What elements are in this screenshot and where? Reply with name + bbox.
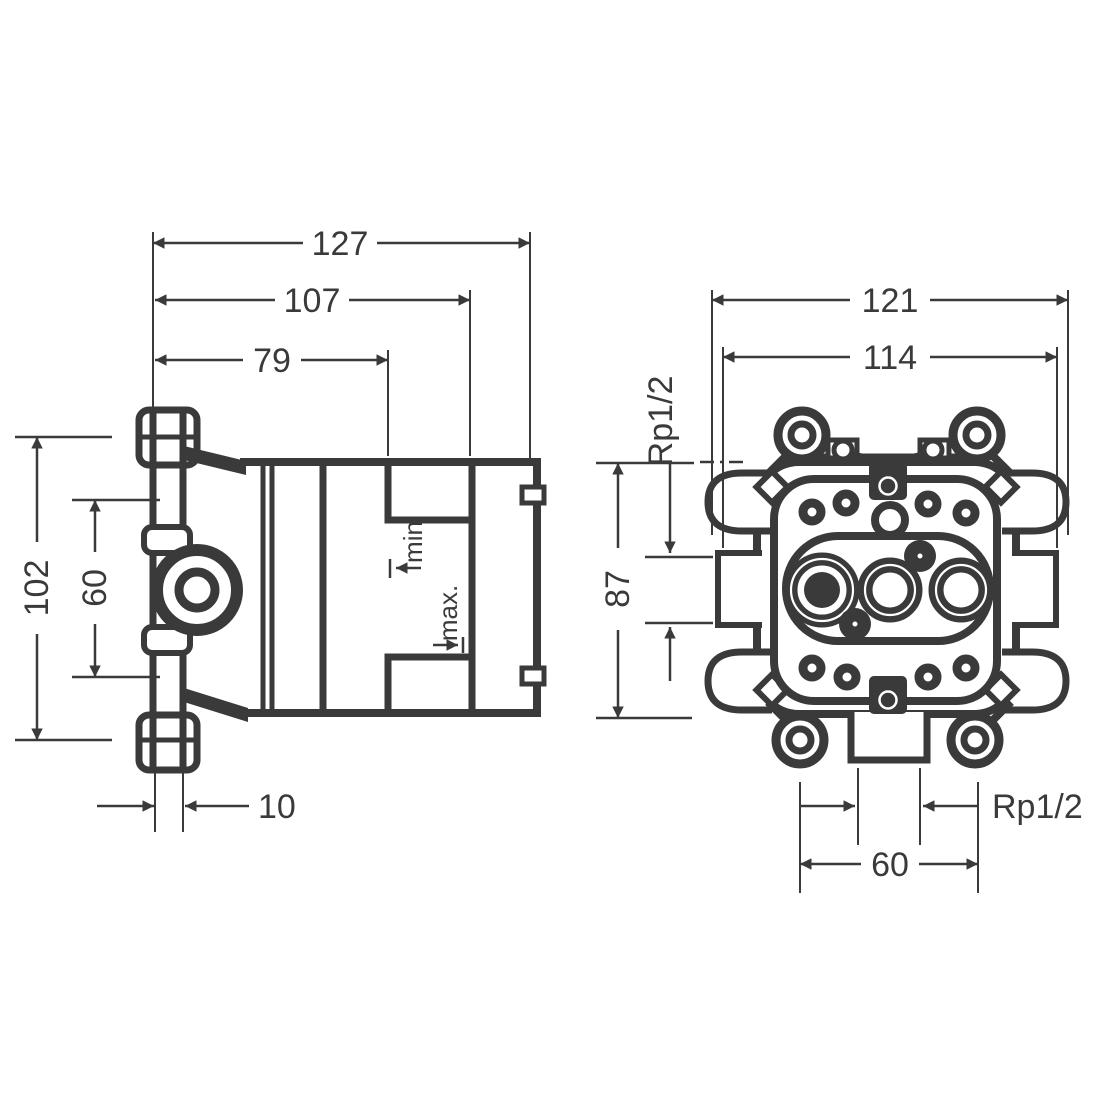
side-port-left-top	[704, 469, 772, 535]
side-tab-right	[1012, 550, 1059, 628]
dim-60-side-label: 60	[76, 569, 114, 607]
bracket-ring	[831, 438, 855, 462]
top-center-hole	[871, 501, 909, 539]
plate-hole	[914, 490, 942, 518]
plate-hole	[798, 498, 826, 526]
dim-107-label: 107	[284, 282, 341, 320]
bracket-ring	[921, 438, 945, 462]
lobe-fill	[1002, 652, 1066, 710]
dim-rail-thickness: 10	[97, 757, 296, 832]
label-backing	[850, 339, 930, 375]
side-view: min max. 127 107 79	[15, 225, 547, 832]
rp12-bottom-label: Rp1/2	[992, 788, 1083, 826]
label-backing	[275, 282, 349, 318]
mounting-rail	[135, 406, 248, 774]
bottom-port-stub	[847, 710, 931, 764]
dim-depth-to-max: 107	[155, 282, 471, 456]
plate-hole	[798, 654, 826, 682]
top-bracket	[812, 437, 963, 463]
plate-hole	[952, 654, 980, 682]
rail-tab	[141, 524, 193, 556]
rail-brace	[184, 688, 248, 722]
clamp-bottom-screw	[878, 690, 898, 710]
dim-60-bottom-label: 60	[871, 846, 909, 884]
side-view-body	[240, 458, 547, 717]
dim-121-label: 121	[862, 282, 919, 320]
pivot-boss-inner	[174, 567, 220, 613]
rail-brace	[184, 446, 246, 475]
label-backing	[861, 846, 919, 882]
plate-hole	[832, 489, 860, 517]
dim-overall-depth: 127	[152, 225, 531, 458]
label-backing	[76, 552, 114, 624]
dim-width-across-tabs: 114	[722, 339, 1058, 548]
port-left-ring-highlight	[789, 557, 855, 623]
side-port-right-top	[1002, 469, 1070, 535]
screw-boss-hole	[960, 725, 990, 755]
top-pocket	[384, 462, 472, 524]
bottom-pocket	[384, 653, 472, 713]
plaster-depth-marks: min max.	[388, 521, 465, 653]
bracket-arc	[844, 449, 932, 463]
dim-10-label: 10	[258, 788, 296, 826]
dim-bottom-group: Rp1/2 60	[799, 768, 1083, 893]
stub-outline	[847, 710, 931, 764]
rp12-side-label: Rp1/2	[642, 376, 680, 467]
side-port-lobes	[704, 469, 1070, 714]
dim-87-label: 87	[599, 570, 637, 608]
clip-notch	[519, 484, 547, 506]
clamps	[869, 462, 907, 714]
dim-body-height: 87	[596, 461, 713, 720]
min-label: min	[398, 521, 428, 563]
screw-bosses	[771, 406, 1006, 769]
pin-lower-dot	[852, 621, 858, 627]
plate-hole	[914, 663, 942, 691]
dim-height: 102	[15, 435, 112, 742]
dim-127-label: 127	[312, 225, 369, 263]
dim-102-label: 102	[18, 560, 56, 617]
front-view: 121 114 Rp1/2 87	[596, 282, 1083, 893]
screw-boss-hole	[787, 420, 817, 450]
clamp-top-screw	[878, 476, 898, 496]
cartridge-area	[782, 532, 994, 645]
port-left-plug	[804, 572, 840, 608]
clamp-bottom	[869, 676, 907, 714]
label-backing	[303, 225, 377, 261]
plate-hole	[833, 663, 861, 691]
tab-fill	[718, 553, 762, 625]
dim-inner-height: 60	[72, 498, 160, 679]
screw-boss-hole	[785, 725, 815, 755]
port-center-ring-highlight	[863, 563, 917, 617]
clamp-top	[869, 462, 907, 500]
lobe-fill	[708, 652, 772, 710]
side-tab-left	[715, 550, 762, 628]
side-port-right-bottom	[1002, 648, 1070, 714]
label-backing	[17, 542, 57, 634]
stub-fill	[851, 712, 927, 762]
side-port-left-bottom	[704, 648, 772, 714]
clip-notch	[519, 665, 547, 687]
max-label: max.	[433, 585, 463, 641]
label-backing	[850, 282, 930, 318]
port-right-ring-highlight	[934, 563, 988, 617]
screw-boss-hole	[962, 420, 992, 450]
side-tabs	[715, 550, 1059, 628]
dim-depth-to-min: 79	[155, 342, 389, 456]
plate-hole	[952, 499, 980, 527]
rail-tab	[141, 624, 193, 656]
thread-label-side: Rp1/2	[642, 376, 744, 467]
tab-fill	[1012, 553, 1056, 625]
dim-114-label: 114	[863, 339, 917, 377]
label-backing	[600, 548, 638, 630]
dim-overall-width: 121	[711, 282, 1069, 535]
dim-79-label: 79	[253, 342, 291, 380]
label-backing	[243, 342, 301, 378]
pin-upper-dot	[917, 553, 923, 559]
face-plate-holes	[798, 489, 980, 691]
